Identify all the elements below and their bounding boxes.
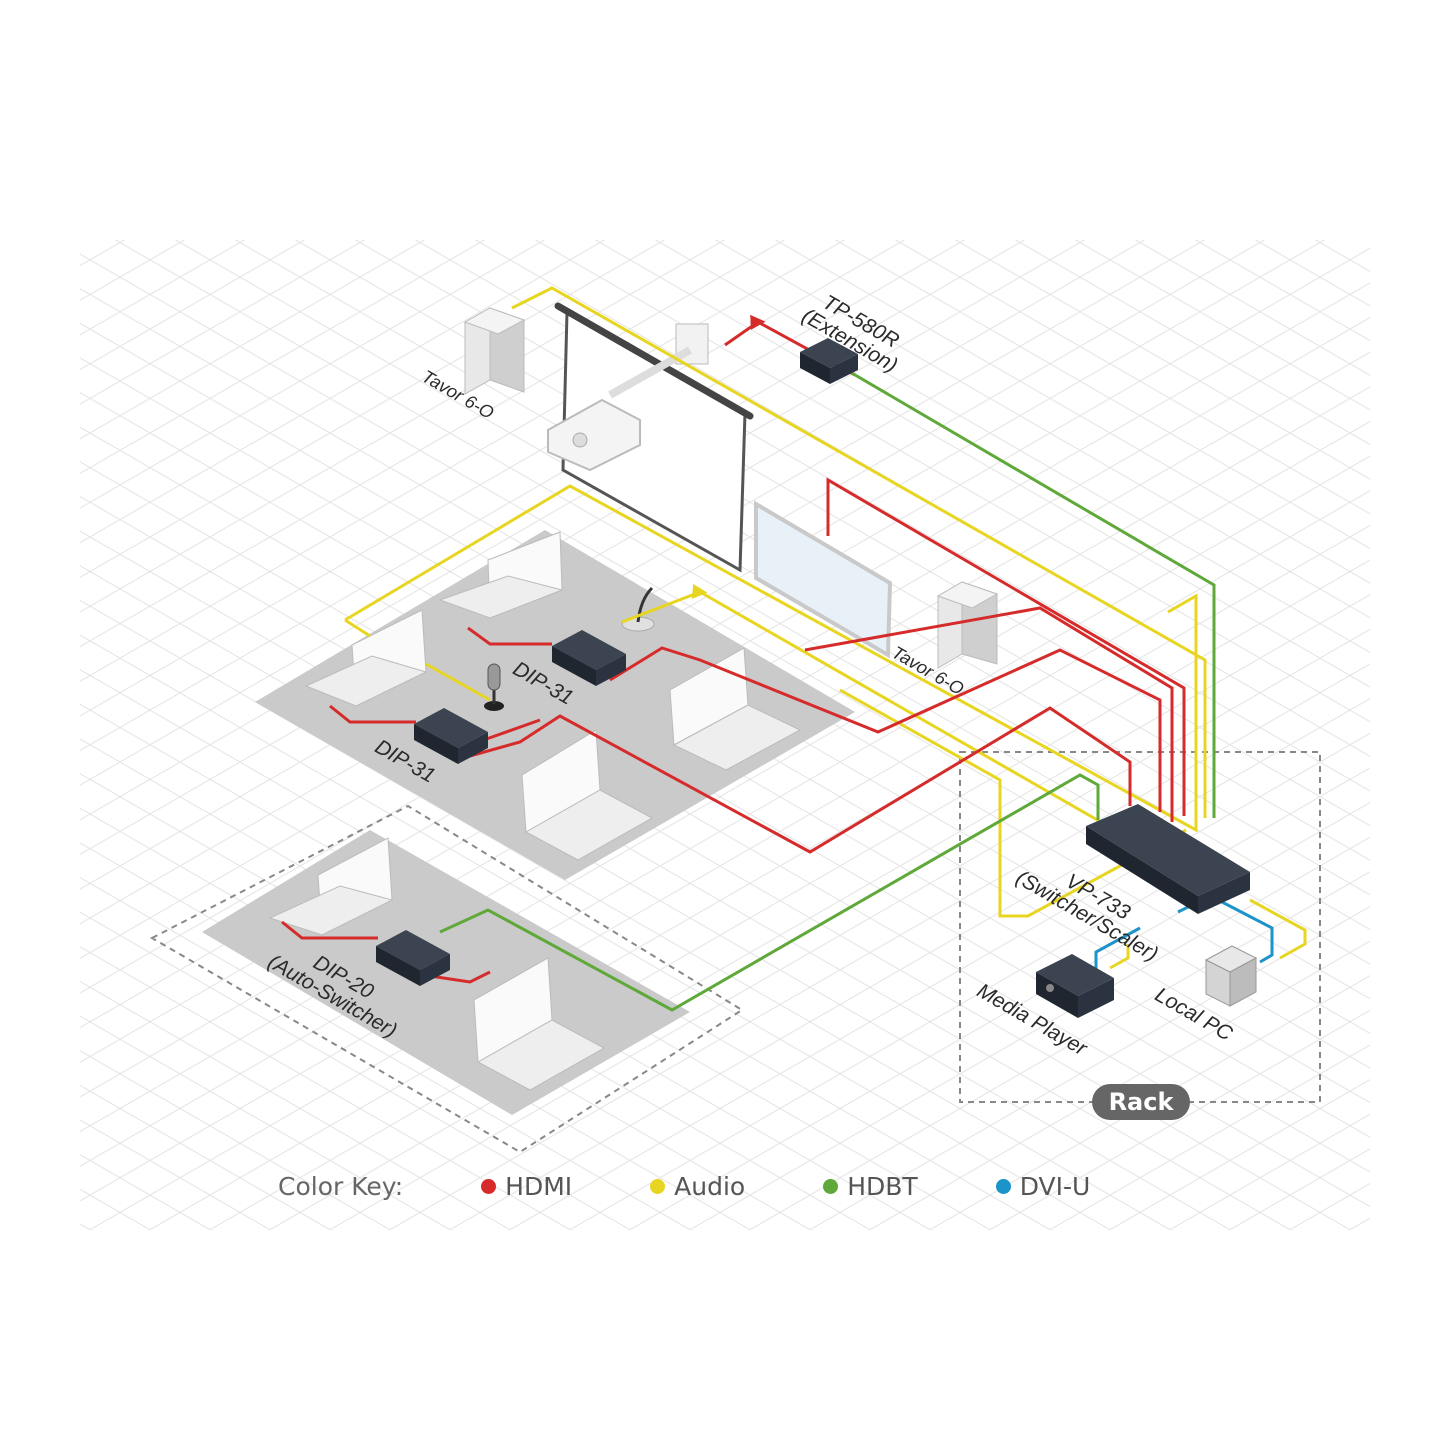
audio-cable-local-pc [1249,898,1307,960]
hdbt-dot-icon [823,1178,839,1194]
projector-lens-icon [572,432,588,448]
dip-31-upper [552,630,626,686]
legend-item-dvi: DVI-U [995,1171,1091,1201]
laptop [473,957,606,1091]
speaker-top [463,307,526,395]
laptop [438,531,564,619]
dvi-dot-icon [995,1178,1011,1194]
wall-display [754,500,893,659]
dip-31-lower [414,708,488,764]
laptop [521,729,654,861]
legend-label-audio: Audio [674,1171,746,1201]
audio-cable-speaker-top [511,286,1207,818]
laptop [268,837,394,936]
huddle-area-outline [149,804,744,1154]
laptop [304,609,428,707]
legend-label-dvi: DVI-U [1019,1171,1091,1201]
legend-item-hdmi: HDMI [481,1172,572,1201]
rack-outline [959,751,1321,1103]
legend-title: Color Key: [278,1171,404,1201]
legend-label-hdbt: HDBT [847,1171,918,1201]
legend-item-hdbt: HDBT [823,1171,918,1201]
hdmi-dot-icon [481,1178,497,1194]
color-key-legend: Color Key: HDMI Audio HDBT DVI-U [278,1168,1168,1204]
media-player [1036,954,1114,1018]
legend-item-audio: Audio [650,1172,745,1201]
tp-580r-receiver [800,338,858,384]
legend-label-hdmi: HDMI [505,1171,573,1201]
local-pc [1204,945,1258,1007]
projector [547,398,641,472]
audio-cables [344,286,1307,970]
conference-table [255,530,855,880]
vp-733-switcher [1086,804,1250,914]
hdbt-cables [439,370,1216,1012]
audio-dot-icon [650,1178,666,1194]
table-microphone-icon [484,663,504,711]
screen-roller [554,302,754,420]
dip-20 [376,930,450,986]
rack-badge: Rack [1092,1084,1190,1120]
